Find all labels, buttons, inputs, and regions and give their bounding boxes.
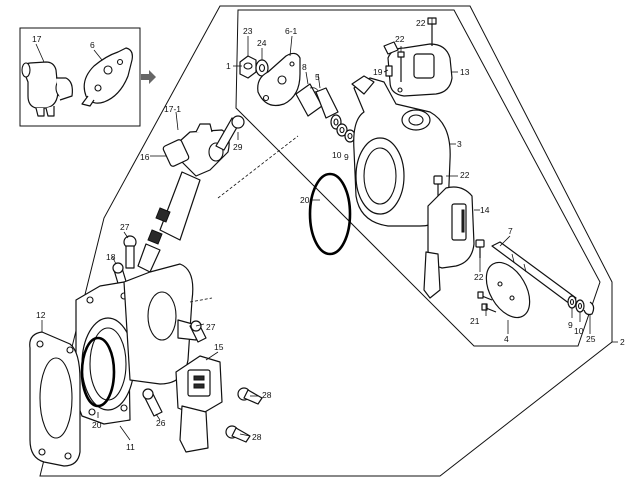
part-25-clip bbox=[583, 301, 595, 316]
callout-5: 5 bbox=[315, 72, 320, 82]
part-11-intake-body bbox=[75, 263, 201, 425]
callout-19: 19 bbox=[373, 67, 383, 77]
part-6-1-lever bbox=[257, 52, 301, 107]
part-27-bolt-top bbox=[123, 235, 137, 269]
part-7-shaft bbox=[491, 241, 577, 305]
part-19-screw bbox=[385, 65, 393, 77]
part-20-oring-center bbox=[308, 172, 352, 256]
callout-27-mid: 27 bbox=[206, 322, 216, 332]
subassembly-frame bbox=[235, 9, 601, 347]
callout-labels: 17 6 23 24 6-1 22 22 1 8 5 19 13 17-1 29… bbox=[32, 18, 625, 452]
callout-14: 14 bbox=[480, 205, 490, 215]
part-4-throttle-plate bbox=[485, 261, 531, 319]
part-17-elbow bbox=[21, 43, 73, 117]
part-21-screw bbox=[477, 291, 497, 313]
callout-17-1: 17-1 bbox=[164, 104, 181, 114]
callout-23: 23 bbox=[243, 26, 253, 36]
callout-27-top: 27 bbox=[120, 222, 130, 232]
callout-10-low: 10 bbox=[574, 326, 584, 336]
callout-20-left: 20 bbox=[92, 420, 102, 430]
callout-28-top: 28 bbox=[262, 390, 272, 400]
callout-17-inset: 17 bbox=[32, 34, 42, 44]
part-5-spring bbox=[295, 83, 342, 130]
part-10-washer-low bbox=[575, 299, 585, 313]
part-28-bolt-low bbox=[225, 425, 251, 443]
part-22-screw-mid bbox=[433, 175, 443, 196]
part-14-position-sensor bbox=[423, 186, 475, 299]
callout-4: 4 bbox=[504, 334, 509, 344]
callout-22-b: 22 bbox=[395, 34, 405, 44]
callout-13: 13 bbox=[460, 67, 470, 77]
callout-16: 16 bbox=[140, 152, 150, 162]
part-16-injector bbox=[137, 123, 230, 273]
callout-29: 29 bbox=[233, 142, 243, 152]
callout-3: 3 bbox=[457, 139, 462, 149]
part-10-washer bbox=[336, 123, 348, 137]
callout-8: 8 bbox=[302, 62, 307, 72]
callout-28-low: 28 bbox=[252, 432, 262, 442]
callout-25: 25 bbox=[586, 334, 596, 344]
callout-11: 11 bbox=[126, 442, 135, 452]
inset-arrow-icon bbox=[141, 70, 156, 84]
assembly-frame bbox=[39, 5, 613, 477]
callout-2: 2 bbox=[620, 337, 625, 347]
callout-20-center: 20 bbox=[300, 195, 310, 205]
part-3-throttle-body bbox=[351, 75, 451, 227]
part-15-map-sensor bbox=[175, 355, 223, 453]
callout-22-top: 22 bbox=[416, 18, 426, 28]
callout-7: 7 bbox=[508, 226, 513, 236]
part-9-washer-low bbox=[567, 295, 577, 309]
leader-lines bbox=[41, 18, 618, 441]
part-24-washer bbox=[255, 59, 269, 77]
callout-1: 1 bbox=[226, 61, 231, 71]
part-28-bolt-top bbox=[237, 387, 263, 405]
part-13-sensor bbox=[383, 41, 453, 97]
callout-22-mid: 22 bbox=[460, 170, 470, 180]
part-6-plate bbox=[81, 47, 133, 107]
callout-15: 15 bbox=[214, 342, 224, 352]
callout-22-low: 22 bbox=[474, 272, 484, 282]
callout-10-top: 10 bbox=[332, 150, 342, 160]
callout-21: 21 bbox=[470, 316, 480, 326]
callout-6-1: 6-1 bbox=[285, 26, 298, 36]
part-29-bolt bbox=[215, 115, 245, 151]
callout-9-top: 9 bbox=[344, 152, 349, 162]
callout-12: 12 bbox=[36, 310, 46, 320]
inset-detail-box bbox=[19, 27, 141, 127]
part-12-gasket bbox=[29, 331, 81, 467]
callout-6-inset: 6 bbox=[90, 40, 95, 50]
part-26-bolt bbox=[142, 388, 163, 417]
part-27-bolt-mid bbox=[189, 320, 207, 343]
callout-24: 24 bbox=[257, 38, 267, 48]
part-23-nut bbox=[239, 55, 257, 79]
part-20-oring-left bbox=[80, 336, 116, 408]
callout-26: 26 bbox=[156, 418, 166, 428]
callout-9-low: 9 bbox=[568, 320, 573, 330]
callout-18: 18 bbox=[106, 252, 116, 262]
part-22-screw-low bbox=[475, 239, 485, 258]
